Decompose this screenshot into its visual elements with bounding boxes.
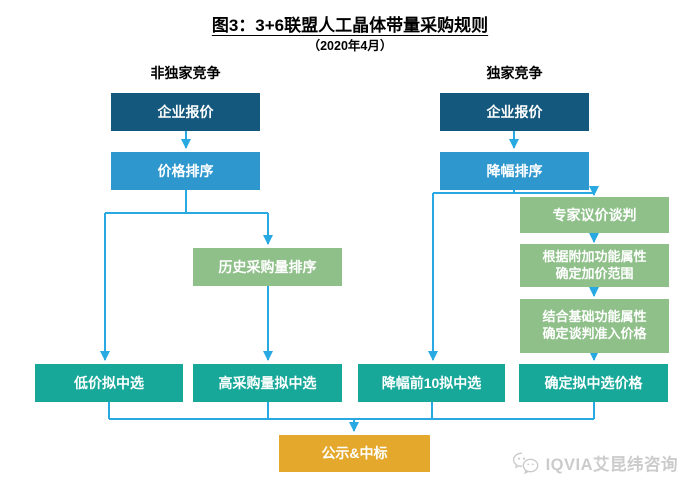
footer-logo: IQVIA艾昆纬咨询 [512,451,678,475]
node-historical-volume-ranking: 历史采购量排序 [193,248,342,286]
node-confirm-selected-price: 确定拟中选价格 [519,364,668,402]
node-enterprise-quote-left: 企业报价 [111,93,260,131]
node-additional-attributes-markup: 根据附加功能属性 确定加价范围 [520,244,669,287]
node-price-ranking: 价格排序 [111,152,260,190]
figure-subtitle: （2020年4月） [307,39,393,53]
wechat-icon [512,452,538,475]
node-high-volume-selected: 高采购量拟中选 [193,364,342,402]
node-top10-reduction-selected: 降幅前10拟中选 [358,364,505,402]
figure-title: 图3：3+6联盟人工晶体带量采购规则 [211,16,489,35]
node-low-price-selected: 低价拟中选 [35,364,183,402]
node-announcement-award: 公示&中标 [279,435,430,472]
footer-logo-text: IQVIA艾昆纬咨询 [545,456,678,474]
node-expert-negotiation: 专家议价谈判 [520,197,669,233]
column-header-exclusive: 独家竞争 [486,65,543,81]
node-reduction-ranking: 降幅排序 [440,152,589,190]
node-enterprise-quote-right: 企业报价 [440,93,589,131]
column-header-non-exclusive: 非独家竞争 [150,65,221,81]
node-basic-attributes-entry-price: 结合基础功能属性 确定谈判准入价格 [520,299,669,353]
